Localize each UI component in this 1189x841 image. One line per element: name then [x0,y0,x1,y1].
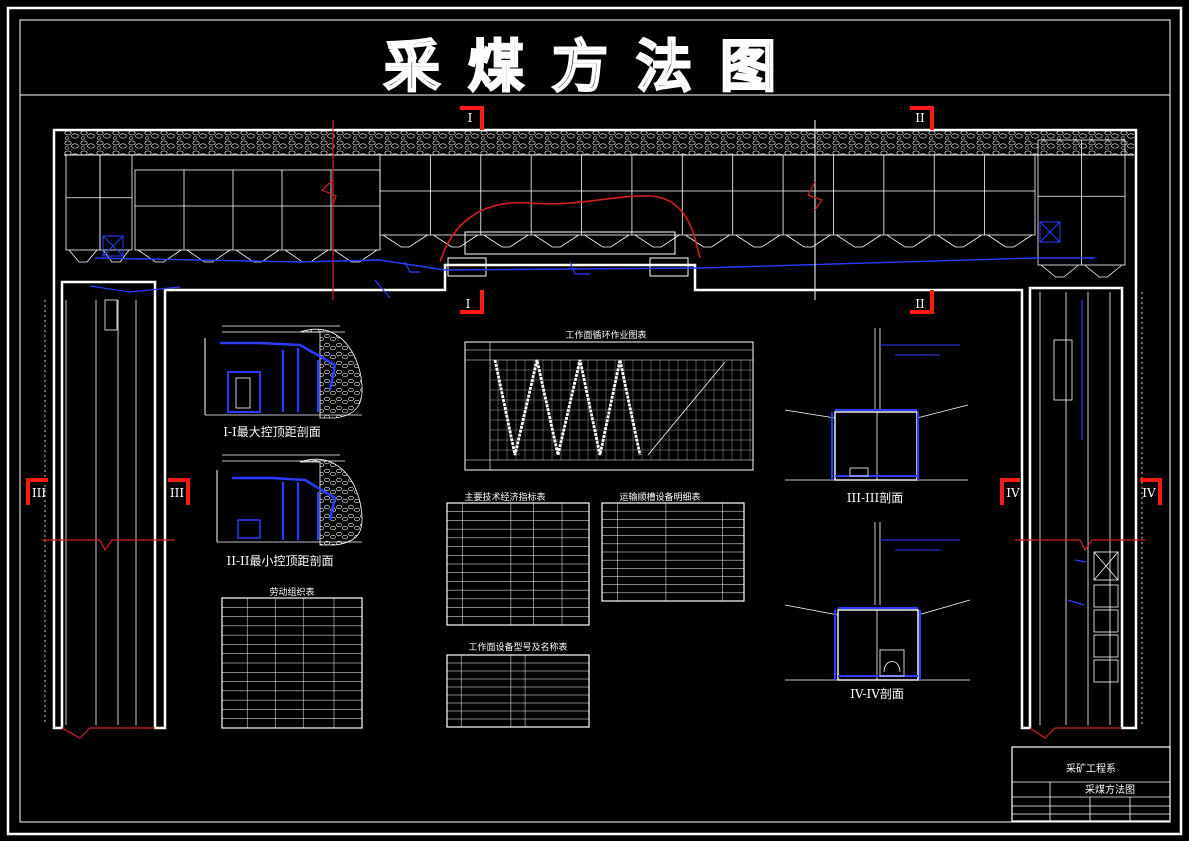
svg-text:II: II [915,297,925,311]
section-iv-iv-drawing [784,522,971,681]
marker-iv-left: IV [1000,478,1020,505]
title-block-org: 采矿工程系 [1066,762,1116,775]
panel-boundary [52,128,1138,730]
shearer-drum-right [649,257,689,277]
svg-text:II: II [915,111,925,125]
face-equipment-table [446,654,590,728]
svg-text:I: I [466,297,471,311]
svg-text:III: III [32,486,46,500]
shearer-body [464,231,676,255]
labor-table [221,597,363,729]
title-block-drawing-name: 采煤方法图 [1085,783,1135,796]
hydraulic-supports [65,139,1126,278]
marker-iii-left: III [26,478,48,505]
caved-rock-band [64,131,1134,155]
face-equipment-title: 工作面设备型号及名称表 [468,641,567,653]
section-cut-i [320,120,337,300]
right-roadway-equipment [1093,551,1119,683]
section-iv-iv-label: IV-IV剖面 [850,687,904,701]
drawing-title: 采煤方法图 [384,35,804,100]
longwall-plan: I I II II III III [26,106,1162,739]
cycle-chart [464,341,754,471]
cycle-chart-title: 工作面循环作业图表 [565,329,646,341]
labor-table-title: 劳动组织表 [269,586,314,598]
title-block [1011,746,1171,822]
section-iii-iii-drawing [784,328,969,481]
right-roadway [1039,292,1143,725]
marker-iv-right: IV [1140,478,1162,505]
marker-ii-top: II [910,106,934,130]
inner-frame [19,19,1171,823]
face-conveyor [94,257,1095,271]
roadway-equipment-title: 运输顺槽设备明细表 [619,491,700,503]
left-roadway [44,299,137,725]
marker-i-bottom: I [460,290,484,314]
section-iii-iii-label: III-III剖面 [847,491,904,505]
section-i-i-drawing [204,325,363,419]
outer-frame [6,6,1183,836]
tech-indicators-title: 主要技术经济指标表 [464,491,545,503]
section-cut-ii [807,120,823,300]
svg-text:III: III [170,486,184,500]
section-ii-ii-label: II-II最小控顶距剖面 [226,554,333,568]
shearer-cutting-profile [439,195,701,263]
roadway-equipment-table [601,502,745,602]
marker-i-top: I [460,106,484,130]
section-i-i-label: I-I最大控顶距剖面 [223,425,321,439]
svg-text:I: I [468,111,473,125]
svg-text:IV: IV [1006,486,1020,500]
marker-iii-right: III [168,478,190,505]
marker-ii-bottom: II [910,290,934,314]
shearer-drum-left [447,257,487,277]
tech-indicators-table [446,502,590,626]
svg-text:IV: IV [1142,486,1156,500]
section-ii-ii-drawing [216,454,363,546]
